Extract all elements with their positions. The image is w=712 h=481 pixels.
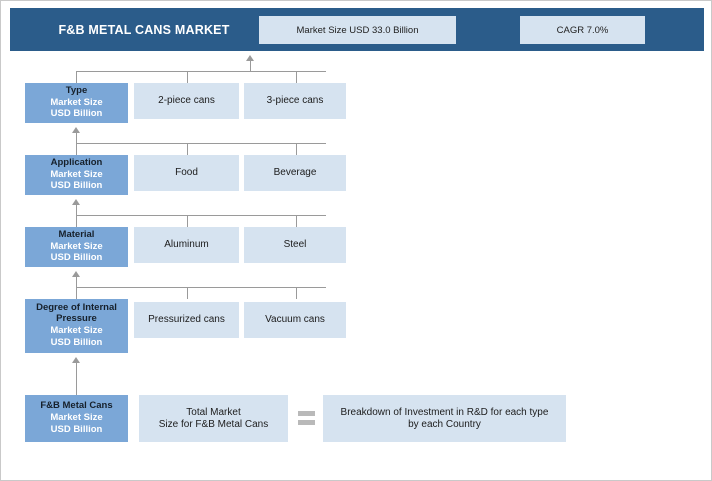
connector-arrow-to-header xyxy=(246,55,254,61)
item-label: 3-piece cans xyxy=(266,95,324,107)
breakdown-line2: by each Country xyxy=(408,418,481,430)
connector-stem-row2 xyxy=(76,133,77,143)
breakdown-box: Breakdown of Investment in R&D for each … xyxy=(323,395,566,442)
segment-subtitle-line1: Market Size xyxy=(50,96,103,108)
item-box-beverage: Beverage xyxy=(244,155,346,191)
item-label: Aluminum xyxy=(164,239,209,251)
connector-stem-to-header xyxy=(250,61,251,71)
connector-bracket-row-4 xyxy=(76,287,326,288)
connector-stem-row3 xyxy=(76,205,77,215)
segment-box-application: Application Market Size USD Billion xyxy=(25,155,128,195)
item-box-vacuum-cans: Vacuum cans xyxy=(244,302,346,338)
item-label: Steel xyxy=(283,239,307,251)
connector-bracket-row-2 xyxy=(76,143,326,144)
connector-arrow-row3-up xyxy=(72,199,80,205)
segment-subtitle-line1: Market Size xyxy=(50,325,103,336)
connector-drop-row2-item2 xyxy=(296,143,297,155)
page-title: F&B METAL CANS MARKET xyxy=(58,22,230,37)
segment-subtitle-line2: USD Billion xyxy=(50,108,103,120)
item-label: Pressurized cans xyxy=(148,314,225,326)
connector-arrow-bottom-up xyxy=(72,357,80,363)
segment-title: Application xyxy=(50,156,103,168)
item-box-steel: Steel xyxy=(244,227,346,263)
connector-drop-row2-segment xyxy=(76,143,77,155)
connector-drop-row4-item2 xyxy=(296,287,297,299)
connector-drop-row1-segment xyxy=(76,71,77,83)
item-label: Beverage xyxy=(273,167,317,179)
item-box-3-piece-cans: 3-piece cans xyxy=(244,83,346,119)
connector-stem-row4 xyxy=(76,277,77,287)
segment-box-fb-metal-cans: F&B Metal Cans Market Size USD Billion xyxy=(25,395,128,442)
segment-box-material: Material Market Size USD Billion xyxy=(25,227,128,267)
header-bar: F&B METAL CANS MARKET Market Size USD 33… xyxy=(10,8,704,51)
segment-subtitle-line1: Market Size xyxy=(50,240,103,252)
segment-title: Type xyxy=(65,84,88,96)
connector-drop-row3-segment xyxy=(76,215,77,227)
connector-stem-bottom xyxy=(76,363,77,395)
connector-drop-row2-item1 xyxy=(187,143,188,155)
segment-title: F&B Metal Cans xyxy=(40,400,113,412)
item-box-aluminum: Aluminum xyxy=(134,227,239,263)
breakdown-line1: Breakdown of Investment in R&D for each … xyxy=(340,407,549,418)
connector-arrow-row2-up xyxy=(72,127,80,133)
connector-drop-row3-item2 xyxy=(296,215,297,227)
connector-bracket-row-1 xyxy=(76,71,326,72)
segment-box-degree-of-internal-pressure: Degree of Internal Pressure Market Size … xyxy=(25,299,128,353)
header-chip-cagr: CAGR 7.0% xyxy=(520,16,645,44)
connector-bracket-row-3 xyxy=(76,215,326,216)
connector-drop-row4-segment xyxy=(76,287,77,299)
item-label: Vacuum cans xyxy=(265,314,325,326)
connector-drop-row1-item1 xyxy=(187,71,188,83)
segment-subtitle-line1: Market Size xyxy=(50,168,103,180)
item-box-food: Food xyxy=(134,155,239,191)
segment-subtitle-line2: USD Billion xyxy=(50,423,103,435)
connector-drop-row1-item2 xyxy=(296,71,297,83)
segment-subtitle-line2: USD Billion xyxy=(50,336,103,348)
connector-drop-row3-item1 xyxy=(187,215,188,227)
segment-title: Degree of Internal Pressure xyxy=(36,302,117,325)
header-chip-market-size: Market Size USD 33.0 Billion xyxy=(259,16,456,44)
segment-subtitle-line1: Market Size xyxy=(50,412,103,424)
segment-subtitle-line2: USD Billion xyxy=(50,252,103,264)
connector-arrow-row4-up xyxy=(72,271,80,277)
segment-box-type: Type Market Size USD Billion xyxy=(25,83,128,123)
item-box-pressurized-cans: Pressurized cans xyxy=(134,302,239,338)
item-label: 2-piece cans xyxy=(158,95,215,107)
segment-title: Material xyxy=(58,228,95,240)
total-market-box: Total Market Size for F&B Metal Cans xyxy=(139,395,288,442)
item-box-2-piece-cans: 2-piece cans xyxy=(134,83,239,119)
segment-subtitle-line2: USD Billion xyxy=(50,180,103,192)
equals-icon xyxy=(298,405,315,431)
connector-drop-row4-item1 xyxy=(187,287,188,299)
item-label: Food xyxy=(175,167,198,179)
total-market-line2: Size for F&B Metal Cans xyxy=(158,418,269,430)
total-market-line1: Total Market xyxy=(186,407,241,418)
